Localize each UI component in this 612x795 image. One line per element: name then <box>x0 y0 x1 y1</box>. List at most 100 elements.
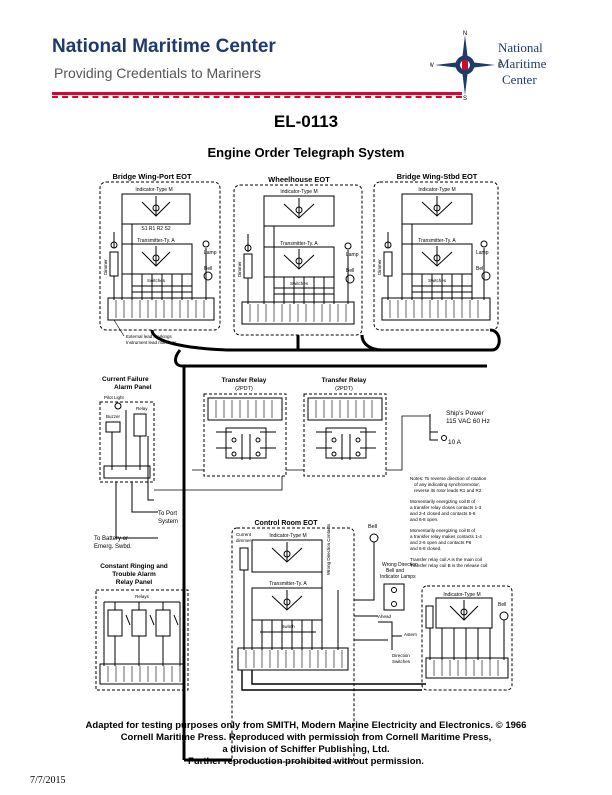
to-battery-line1: To Battery or <box>94 536 128 542</box>
alarm-title-1: Current Failure <box>102 376 149 383</box>
eot-panel-port: Bridge Wing-Port EOT Indicator-Type M S1… <box>99 172 221 331</box>
legend-instrument: Instrument lead markings <box>126 340 177 345</box>
note-4: a transfer relay closes contacts 1-3 <box>410 505 482 510</box>
label-s2: S2 <box>164 226 170 232</box>
alarm-relay: Relay <box>136 406 148 411</box>
main-cable <box>150 328 501 368</box>
to-battery-line2: Emerg. Swbd. <box>94 544 132 550</box>
note-1: of any indicating synchronmotor, <box>414 482 480 487</box>
panel-stbd-dimmer: Dimmer <box>377 259 382 275</box>
to-battery: To Battery or Emerg. Swbd. <box>94 482 158 550</box>
relay2-sub: (2PDT) <box>335 386 353 392</box>
note-6: and 6-8 open. <box>410 517 438 522</box>
to-port-line1: To Port <box>158 511 177 517</box>
note-3: Momentarily energizing coil B of <box>410 499 476 504</box>
panel-port-lamp: Lamp <box>204 250 217 256</box>
panel-stbd-indicator: Indicator-Type M <box>418 187 455 193</box>
header-rule <box>52 92 462 95</box>
panel-stbd-lamp: Lamp <box>476 250 489 256</box>
relay1-title: Transfer Relay <box>222 377 267 384</box>
panel-stbd-title: Bridge Wing-Stbd EOT <box>397 172 478 181</box>
compass-n: N <box>463 31 467 37</box>
compass-e: E <box>498 63 502 69</box>
footer-line-3: a division of Schiffer Publishing, Ltd. <box>222 744 390 755</box>
note-8: a transfer relay makes contacts 1-4 <box>410 534 482 539</box>
wd-astern: Astern <box>404 632 418 637</box>
alarm-pilot-light: Pilot Light <box>104 395 125 400</box>
logo-line-1: National <box>498 40 543 55</box>
panel-wheelhouse-indicator: Indicator-Type M <box>280 189 317 195</box>
panel-stbd-transmitter: Transmitter-Ty. A <box>418 238 456 244</box>
label-s1: S1 <box>141 226 147 232</box>
control-transmitter: Transmitter-Ty. A <box>269 581 307 587</box>
eot-panel-stbd: Bridge Wing-Stbd EOT Indicator-Type M Tr… <box>373 172 499 331</box>
ringing-line3: Relay Panel <box>116 579 153 586</box>
svg-text:S1 R1 R2 S2: S1 R1 R2 S2 <box>141 226 170 232</box>
panel-port-indicator: Indicator-Type M <box>135 187 172 193</box>
panel-wheelhouse-lamp: Lamp <box>346 252 359 258</box>
stbd-indicator: Indicator-Type M Bell <box>421 585 513 691</box>
note-9: and 2-6 open and contacts P6 <box>410 540 472 545</box>
ringing-line2: Trouble Alarm <box>112 571 156 578</box>
ships-power-line1: Ship's Power <box>446 410 485 417</box>
footer-line-1: Adapted for testing purposes only from S… <box>85 720 527 731</box>
wd-line1: Wrong Direction <box>382 562 418 568</box>
note-12: Transfer relay coil B is the release coi… <box>410 563 487 568</box>
panel-port-title: Bridge Wing-Port EOT <box>112 172 192 181</box>
ships-power: Ship's Power 115 VAC 60 Hz 10 A <box>429 410 490 446</box>
main-cable-drop <box>182 366 232 762</box>
header-rule-dashed <box>52 96 462 98</box>
eot-panel-wheelhouse: Wheelhouse EOT Indicator-Type M Transmit… <box>233 175 363 336</box>
control-indicator: Indicator-Type M <box>269 533 306 539</box>
compass-w: W <box>430 63 434 69</box>
panel-port-transmitter: Transmitter-Ty. A <box>137 238 175 244</box>
notes: Notes: To reverse direction of rotation … <box>410 476 487 568</box>
control-current: Current <box>236 532 252 537</box>
ringing-panel: Constant Ringing and Trouble Alarm Relay… <box>95 563 189 691</box>
note-0: Notes: To reverse direction of rotation <box>410 476 487 481</box>
note-2: reverse its rotor leads R1 and R2 <box>414 488 482 493</box>
legend-external: External lead markings <box>126 334 173 339</box>
compass-s: S <box>463 96 467 100</box>
nmc-logo: N E S W National Maritime Center <box>430 31 547 100</box>
wd-switches-1: Direction <box>392 653 410 658</box>
ships-power-line2: 115 VAC 60 Hz <box>446 418 490 425</box>
alarm-buzzer: Buzzer <box>106 414 121 419</box>
ringing-line1: Constant Ringing and <box>100 563 168 570</box>
stbd-ind-bell: Bell <box>498 602 506 608</box>
logo-line-3: Center <box>502 72 537 87</box>
panel-port-dimmer: Dimmer <box>103 259 108 275</box>
panel-wheelhouse-transmitter: Transmitter-Ty. A <box>280 241 318 247</box>
ringing-relays: Relays <box>135 594 150 599</box>
ships-power-fuse: 10 A <box>448 439 462 446</box>
footer-credit: Adapted for testing purposes only from S… <box>0 720 612 768</box>
panel-port-switches: Switches <box>147 278 166 283</box>
note-7: Momentarily energizing coil B of <box>410 528 476 533</box>
marking-legend: External lead markings Instrument lead m… <box>113 319 177 345</box>
transfer-relay-2: Transfer Relay (2PDT) <box>303 377 387 477</box>
document-id: EL-0113 <box>273 112 339 131</box>
alarm-title-2: Alarm Panel <box>114 384 152 391</box>
wd-line2: Bell and <box>386 568 404 574</box>
wd-ahead: Ahead <box>378 614 392 619</box>
logo-line-2: Maritime <box>498 56 547 71</box>
panel-wheelhouse-title: Wheelhouse EOT <box>268 175 330 184</box>
panel-stbd-switches: Switches <box>428 278 447 283</box>
panel-stbd-bell: Bell <box>476 266 484 272</box>
panel-port-bell: Bell <box>204 266 212 272</box>
panel-wheelhouse-bell: Bell <box>346 268 354 274</box>
wd-line3: Indicator Lamps <box>380 574 416 580</box>
eot-schematic: Bridge Wing-Port EOT Indicator-Type M S1… <box>94 172 513 763</box>
control-bell: Bell <box>354 524 379 601</box>
label-r2: R2 <box>157 226 164 232</box>
wd-contacts: Wrong Direction Contacts <box>326 523 331 575</box>
org-subtitle: Providing Credentials to Mariners <box>54 65 261 81</box>
relay1-sub: (2PDT) <box>235 386 253 392</box>
alarm-panel: Current Failure Alarm Panel Pilot Light … <box>99 376 155 501</box>
footer-line-4: Further reproduction prohibited without … <box>188 756 424 767</box>
document-title: Engine Order Telegraph System <box>207 145 405 160</box>
control-dimmer: dimmer <box>236 538 252 543</box>
control-room-title: Control Room EOT <box>255 520 319 527</box>
transfer-relay-1: Transfer Relay (2PDT) <box>203 377 287 477</box>
footer-line-2: Cornell Maritime Press. Reproduced with … <box>120 732 492 743</box>
